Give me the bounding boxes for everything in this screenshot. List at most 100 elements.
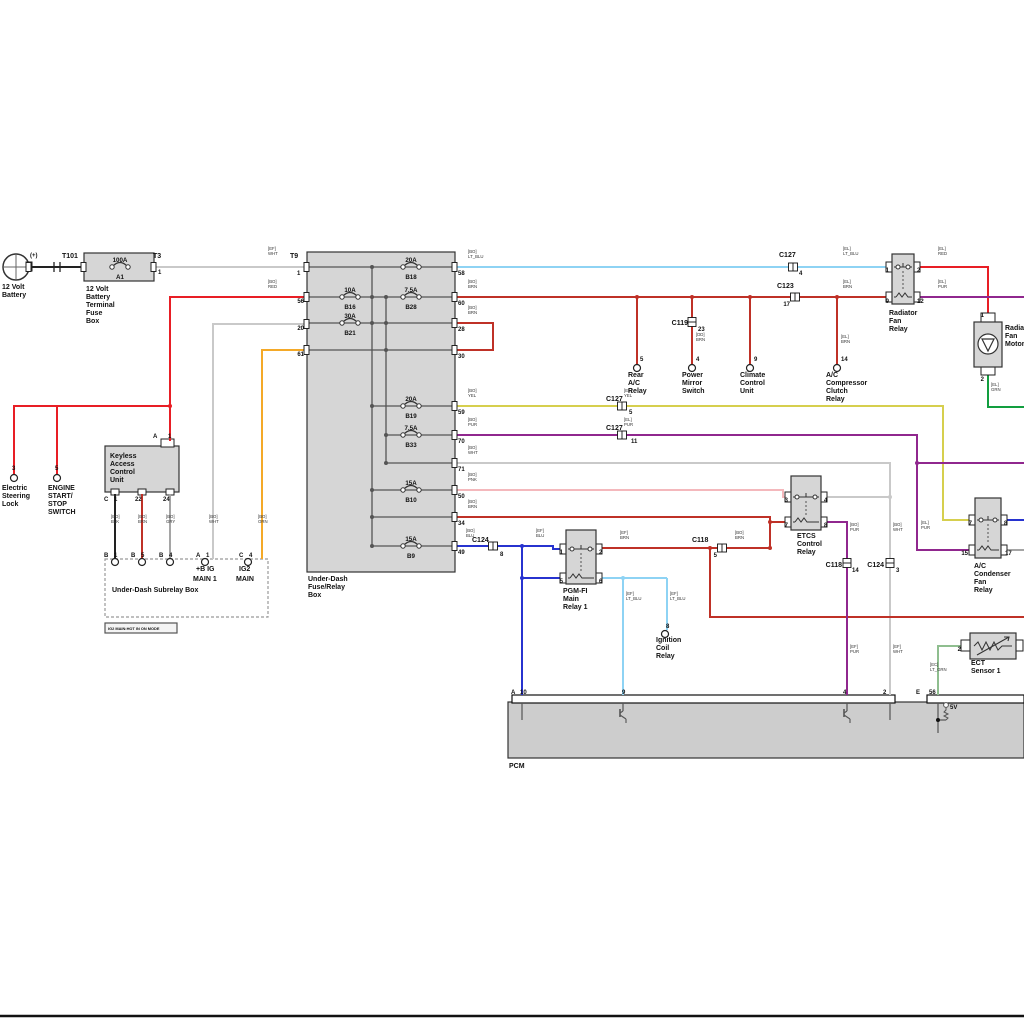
pin-label: 5 (141, 553, 145, 559)
wire-code-label: [EF] (626, 591, 634, 596)
pin-label: A (196, 553, 201, 559)
pin-label: 24 (163, 497, 170, 503)
ac-condenser-fan-relay-coil-icon (978, 545, 997, 551)
wire-color-label: GRY (166, 519, 175, 524)
ac-condenser-fan-relay-contact-icon (992, 517, 998, 523)
etcs-relay-label: Control (797, 541, 822, 548)
wire-code-label: [BO] (893, 522, 902, 527)
wire-color-label: WHT (893, 649, 903, 654)
ect-sensor-label: ECT (971, 660, 986, 667)
steering-lock-label: Electric (2, 485, 27, 492)
pin-label: 1 (114, 553, 118, 559)
wire-color-label: RED (268, 284, 277, 289)
pin-label: C (104, 497, 109, 503)
c124-blu-label: C124 (472, 537, 489, 544)
condenser-relay-label: Condenser (974, 571, 1011, 578)
junction-dot (690, 295, 694, 299)
thermistor-icon (973, 640, 1012, 652)
pin-label: 8 (824, 523, 828, 529)
wire-color-label: WHT (468, 450, 478, 455)
fuse-b9-id: B9 (407, 553, 415, 560)
fuse-b10-icon (400, 487, 406, 493)
wire-code-label: [EL] (938, 246, 946, 251)
fuse-b18-id: B18 (405, 274, 417, 281)
fuse70-pur (457, 434, 969, 551)
fuse50-pnk (457, 489, 785, 498)
wire-color-label: BRN (138, 519, 147, 524)
b-ig-main-wht (212, 323, 307, 559)
radiator-fan-motor-label: Radiator (1005, 325, 1024, 332)
pin-label: 2 (981, 377, 985, 383)
keyless-access-control-unit-box (104, 445, 180, 493)
fuse-b21-icon (339, 320, 345, 326)
pin-label: 23 (698, 327, 705, 333)
pcm-connector-a-bar (511, 694, 896, 704)
fuse-b16-icon (339, 294, 345, 300)
wire-color-label: LT_BLU (843, 251, 858, 256)
keyless-label: Keyless (110, 453, 137, 460)
edge-connector-icon (451, 512, 458, 522)
pin-label: 5 (560, 579, 564, 585)
fuse-b19-icon (416, 403, 422, 409)
junction-dot (384, 461, 388, 465)
pin-label: 60 (458, 301, 465, 307)
ac-condenser-fan-relay-contact-icon (978, 517, 984, 523)
wire-color-label: LT_GRN (930, 667, 947, 672)
wire-color-label: LT_BLU (468, 254, 483, 259)
t3-label: T3 (153, 253, 161, 260)
junction-dot (384, 295, 388, 299)
pin-label: 8 (500, 552, 504, 558)
pin-label: B (131, 553, 136, 559)
pin-label: 6 (599, 579, 603, 585)
t101-label: T101 (62, 253, 78, 260)
pin-label: 5 (629, 410, 633, 416)
wire-color-label: BRN (843, 284, 852, 289)
junction-dot (384, 321, 388, 325)
pin-label: A (153, 434, 158, 440)
radiator-fan-motor-label: Motor (1005, 341, 1024, 348)
junction-dot (915, 461, 919, 465)
keyless-label: Access (110, 461, 135, 468)
pcm-connector-e-bar (926, 694, 1024, 704)
engine-start-label: START/ (48, 493, 73, 500)
wire-code-label: [EL] (921, 520, 929, 525)
radiator-fan-relay-label: Radiator (889, 310, 918, 317)
edge-connector-icon (451, 485, 458, 495)
pin-label: 61 (297, 352, 304, 358)
under-dash-fuse-relay-box-label: Under-Dash (308, 576, 348, 583)
fuse-b18-icon (400, 264, 406, 270)
edge-connector-icon (451, 292, 458, 302)
rear-ac-relay-label: A/C (628, 380, 640, 387)
pin-label: 58 (458, 271, 465, 277)
power-mirror-label: Power (682, 372, 703, 379)
wire-code-label: [BO] (468, 417, 477, 422)
fuse-b16-amp: 10A (344, 287, 356, 294)
keyless-label: Control (110, 469, 135, 476)
wire-color-label: LT_BLU (670, 596, 685, 601)
pin-label: 11 (631, 439, 638, 445)
c127-top-label: C127 (779, 252, 796, 259)
pin-label: 4 (696, 357, 700, 363)
ignition-coil-relay-terminal (660, 629, 670, 639)
wire-color-label: WHT (209, 519, 219, 524)
wire-code-label: [BO] (111, 514, 120, 519)
wire-color-label: WHT (268, 251, 278, 256)
steering-lock-label: Steering (2, 493, 30, 500)
battery-terminal-fusebox-label: Terminal (86, 302, 115, 309)
wire-code-label: [EL] (624, 388, 632, 393)
subrelay-c4 (243, 557, 253, 567)
wire-code-label: [EF] (268, 246, 276, 251)
edge-connector-icon (303, 319, 310, 329)
pin-label: 20 (297, 326, 304, 332)
pin-label: 2 (917, 268, 921, 274)
pin-label: 1 (560, 550, 564, 556)
edge-connector-icon (303, 292, 310, 302)
pcm-body (507, 701, 1024, 759)
condenser-relay-label: Fan (974, 579, 986, 586)
junction-dot (370, 321, 374, 325)
motor-grn (987, 372, 1024, 408)
wire-color-label: GRN (991, 387, 1001, 392)
junction-dot (370, 515, 374, 519)
etcs-control-relay-coil-icon (794, 517, 817, 523)
